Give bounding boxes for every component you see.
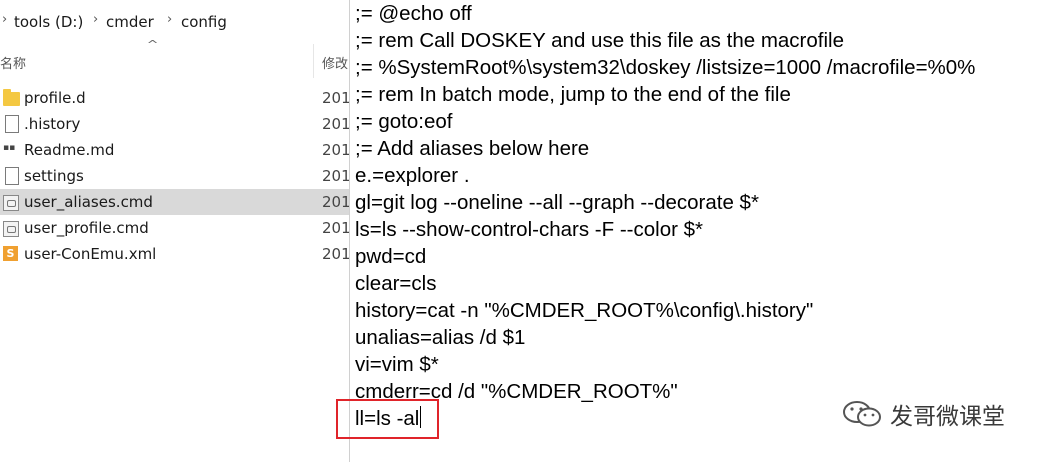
code-line[interactable]: e.=explorer . bbox=[355, 164, 470, 187]
column-header bbox=[0, 44, 349, 78]
column-header-modified[interactable]: 修改 bbox=[322, 57, 349, 72]
breadcrumb-item-cmder[interactable]: cmder bbox=[106, 13, 154, 31]
sublime-file-icon: S bbox=[3, 246, 18, 261]
file-row-profile-d[interactable]: profile.d 201 bbox=[0, 85, 349, 111]
highlight-annotation-box bbox=[336, 399, 439, 439]
file-modified-date: 201 bbox=[322, 245, 349, 263]
file-row-user-aliases[interactable]: user_aliases.cmd 201 bbox=[0, 189, 349, 215]
file-modified-date: 201 bbox=[322, 167, 349, 185]
breadcrumb-item-config[interactable]: config bbox=[181, 13, 227, 31]
file-modified-date: 201 bbox=[322, 115, 349, 133]
code-line[interactable]: ;= Add aliases below here bbox=[355, 137, 590, 160]
file-name: user_aliases.cmd bbox=[24, 193, 153, 211]
code-line[interactable]: history=cat -n "%CMDER_ROOT%\config\.his… bbox=[355, 299, 814, 322]
code-line[interactable]: cmderr=cd /d "%CMDER_ROOT%" bbox=[355, 380, 678, 403]
file-list: profile.d 201 .history 201 ▪▪ Readme.md … bbox=[0, 85, 349, 267]
chevron-right-icon[interactable]: › bbox=[93, 12, 99, 27]
text-cursor bbox=[420, 406, 422, 428]
code-line[interactable]: gl=git log --oneline --all --graph --dec… bbox=[355, 191, 759, 214]
file-modified-date: 201 bbox=[322, 89, 349, 107]
text-editor[interactable]: ;= @echo off ;= rem Call DOSKEY and use … bbox=[349, 0, 1061, 462]
code-line[interactable]: ;= @echo off bbox=[355, 2, 472, 25]
file-modified-date: 201 bbox=[322, 141, 349, 159]
folder-icon bbox=[3, 89, 20, 106]
watermark-text: 发哥微课堂 bbox=[890, 404, 1005, 430]
watermark: 发哥微课堂 bbox=[842, 397, 1005, 431]
markdown-icon: ▪▪ bbox=[3, 143, 16, 153]
file-icon bbox=[5, 167, 19, 185]
file-row-user-conemu[interactable]: S user-ConEmu.xml 201 bbox=[0, 241, 349, 267]
code-line[interactable]: pwd=cd bbox=[355, 245, 427, 268]
code-line[interactable]: vi=vim $* bbox=[355, 353, 439, 376]
sort-ascending-icon: ^ bbox=[146, 38, 159, 51]
code-line[interactable]: ls=ls --show-control-chars -F --color $* bbox=[355, 218, 703, 241]
code-line-text: ll=ls -al bbox=[355, 407, 420, 430]
code-line[interactable]: unalias=alias /d $1 bbox=[355, 326, 526, 349]
code-line[interactable]: clear=cls bbox=[355, 272, 437, 295]
code-line[interactable]: ;= %SystemRoot%\system32\doskey /listsiz… bbox=[355, 56, 976, 79]
wechat-icon bbox=[842, 400, 884, 428]
chevron-right-icon[interactable]: › bbox=[2, 12, 8, 27]
file-row-history[interactable]: .history 201 bbox=[0, 111, 349, 137]
file-modified-date: 201 bbox=[322, 219, 349, 237]
file-modified-date: 201 bbox=[322, 193, 349, 211]
file-row-readme[interactable]: ▪▪ Readme.md 201 bbox=[0, 137, 349, 163]
file-name: user-ConEmu.xml bbox=[24, 245, 157, 263]
chevron-right-icon[interactable]: › bbox=[167, 12, 173, 27]
file-name: settings bbox=[24, 167, 84, 185]
file-name: user_profile.cmd bbox=[24, 219, 149, 237]
file-name: profile.d bbox=[24, 89, 86, 107]
cmd-file-icon bbox=[3, 221, 19, 237]
code-line[interactable]: ;= rem In batch mode, jump to the end of… bbox=[355, 83, 791, 106]
address-bar[interactable]: › tools (D:) › cmder › config bbox=[0, 0, 349, 44]
code-line-active[interactable]: ll=ls -al bbox=[355, 405, 422, 432]
column-divider[interactable] bbox=[313, 44, 314, 78]
code-line[interactable]: ;= rem Call DOSKEY and use this file as … bbox=[355, 29, 844, 52]
file-explorer: › tools (D:) › cmder › config ^ 名称 修改 pr… bbox=[0, 0, 349, 462]
breadcrumb-item-drive[interactable]: tools (D:) bbox=[14, 13, 84, 31]
file-row-user-profile[interactable]: user_profile.cmd 201 bbox=[0, 215, 349, 241]
column-header-name[interactable]: 名称 bbox=[0, 57, 27, 72]
file-name: .history bbox=[24, 115, 81, 133]
file-name: Readme.md bbox=[24, 141, 115, 159]
file-icon bbox=[5, 115, 19, 133]
code-line[interactable]: ;= goto:eof bbox=[355, 110, 453, 133]
file-row-settings[interactable]: settings 201 bbox=[0, 163, 349, 189]
cmd-file-icon bbox=[3, 195, 19, 211]
